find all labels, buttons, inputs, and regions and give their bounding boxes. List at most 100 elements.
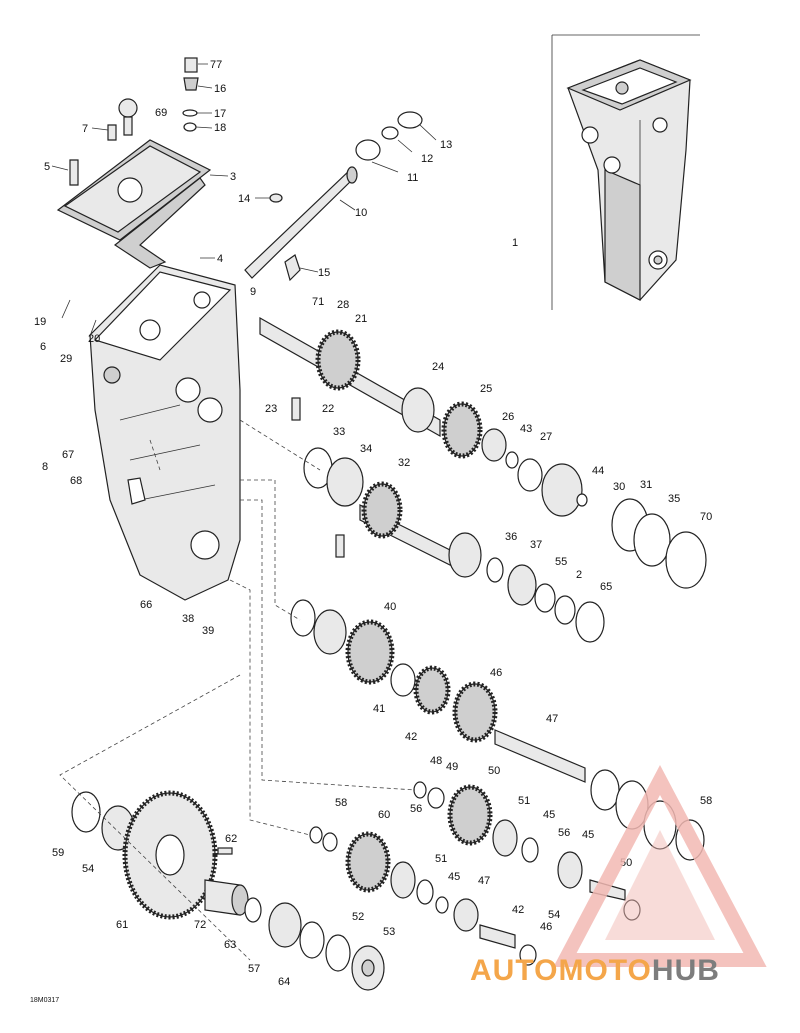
- callout: 72: [194, 919, 206, 931]
- watermark-part2: MOTO: [558, 954, 651, 987]
- callout: 27: [540, 431, 552, 443]
- callout: 59: [52, 847, 64, 859]
- callout: 22: [322, 403, 334, 415]
- callout: 50: [488, 765, 500, 777]
- inset-assembly: [551, 34, 700, 310]
- callout: 66: [140, 599, 152, 611]
- callout: 46: [490, 667, 502, 679]
- callout: 57: [248, 963, 260, 975]
- callout: 42: [512, 904, 524, 916]
- callout: 21: [355, 313, 367, 325]
- callout: 51: [435, 853, 447, 865]
- callout: 30: [613, 481, 625, 493]
- callout: 52: [352, 911, 364, 923]
- callout: 6: [40, 341, 46, 353]
- callout: 40: [384, 601, 396, 613]
- callout: 14: [238, 193, 250, 205]
- callout: 67: [62, 449, 74, 461]
- callout: 51: [518, 795, 530, 807]
- callout: 28: [337, 299, 349, 311]
- callout: 44: [592, 465, 604, 477]
- callout: 54: [548, 909, 560, 921]
- lower-left-group: [71, 790, 385, 991]
- callout: 47: [546, 713, 558, 725]
- callout: 64: [278, 976, 290, 988]
- cover-plate: [56, 139, 212, 269]
- callout: 23: [265, 403, 277, 415]
- callout: 60: [378, 809, 390, 821]
- callout: 2: [576, 569, 582, 581]
- callout: 29: [60, 353, 72, 365]
- callout: 68: [70, 475, 82, 487]
- callout: 36: [505, 531, 517, 543]
- callout: 13: [440, 139, 452, 151]
- callout: 24: [432, 361, 444, 373]
- callout: 69: [155, 107, 167, 119]
- callout: 4: [217, 253, 223, 265]
- callout: 17: [214, 108, 226, 120]
- callout: 31: [640, 479, 652, 491]
- callout: 25: [480, 383, 492, 395]
- callout: 7: [82, 123, 88, 135]
- callout: 9: [250, 286, 256, 298]
- output-shaft-group: [309, 769, 705, 966]
- leader-lines: [51, 63, 437, 337]
- callout: 42: [405, 731, 417, 743]
- callout: 48: [430, 755, 442, 767]
- callout: 39: [202, 625, 214, 637]
- callout: 61: [116, 919, 128, 931]
- svg-text:AUTOMOTOHUB: AUTOMOTOHUB: [470, 954, 720, 987]
- callout: 3: [230, 171, 236, 183]
- callout: 35: [668, 493, 680, 505]
- callout: 55: [555, 556, 567, 568]
- callout: 1: [512, 237, 518, 249]
- diagram-code: 18M0317: [30, 997, 59, 1004]
- callout: 18: [214, 122, 226, 134]
- callout: 43: [520, 423, 532, 435]
- callout: 12: [421, 153, 433, 165]
- callout: 45: [582, 829, 594, 841]
- callout: 58: [700, 795, 712, 807]
- middle-shaft-group: [290, 481, 605, 783]
- callout: 56: [410, 803, 422, 815]
- callout: 34: [360, 443, 372, 455]
- callout: 45: [543, 809, 555, 821]
- callout: 65: [600, 581, 612, 593]
- shift-shaft: [244, 111, 423, 282]
- callout: 19: [34, 316, 46, 328]
- callout: 37: [530, 539, 542, 551]
- callout: 33: [333, 426, 345, 438]
- input-shaft-group: [259, 316, 707, 589]
- callout: 49: [446, 761, 458, 773]
- callout: 45: [448, 871, 460, 883]
- watermark-triangle-logo: [553, 765, 767, 967]
- gearbox-housing: [89, 264, 241, 601]
- callout: 56: [558, 827, 570, 839]
- callout: 15: [318, 267, 330, 279]
- callout: 20: [88, 333, 100, 345]
- callout: 8: [42, 461, 48, 473]
- callout: 10: [355, 207, 367, 219]
- callout: 47: [478, 875, 490, 887]
- callout: 11: [407, 172, 418, 184]
- callout: 5: [44, 161, 50, 173]
- callout: 70: [700, 511, 712, 523]
- callout: 41: [373, 703, 385, 715]
- watermark-part3: HUB: [652, 954, 720, 987]
- callout: 32: [398, 457, 410, 469]
- callout: 58: [335, 797, 347, 809]
- callout: 71: [312, 296, 324, 308]
- callout: 26: [502, 411, 514, 423]
- watermark: AUTOMOTOHUB: [470, 765, 767, 987]
- callout: 63: [224, 939, 236, 951]
- callout: 62: [225, 833, 237, 845]
- callout: 46: [540, 921, 552, 933]
- assembly-lines: [59, 419, 416, 961]
- callout: 53: [383, 926, 395, 938]
- callout: 54: [82, 863, 94, 875]
- watermark-part1: AUTO: [470, 954, 558, 987]
- callouts: 77 16 69 17 18 7 5 3 4 13 12 11 14 10 1 …: [34, 59, 712, 988]
- callout: 38: [182, 613, 194, 625]
- callout: 77: [210, 59, 222, 71]
